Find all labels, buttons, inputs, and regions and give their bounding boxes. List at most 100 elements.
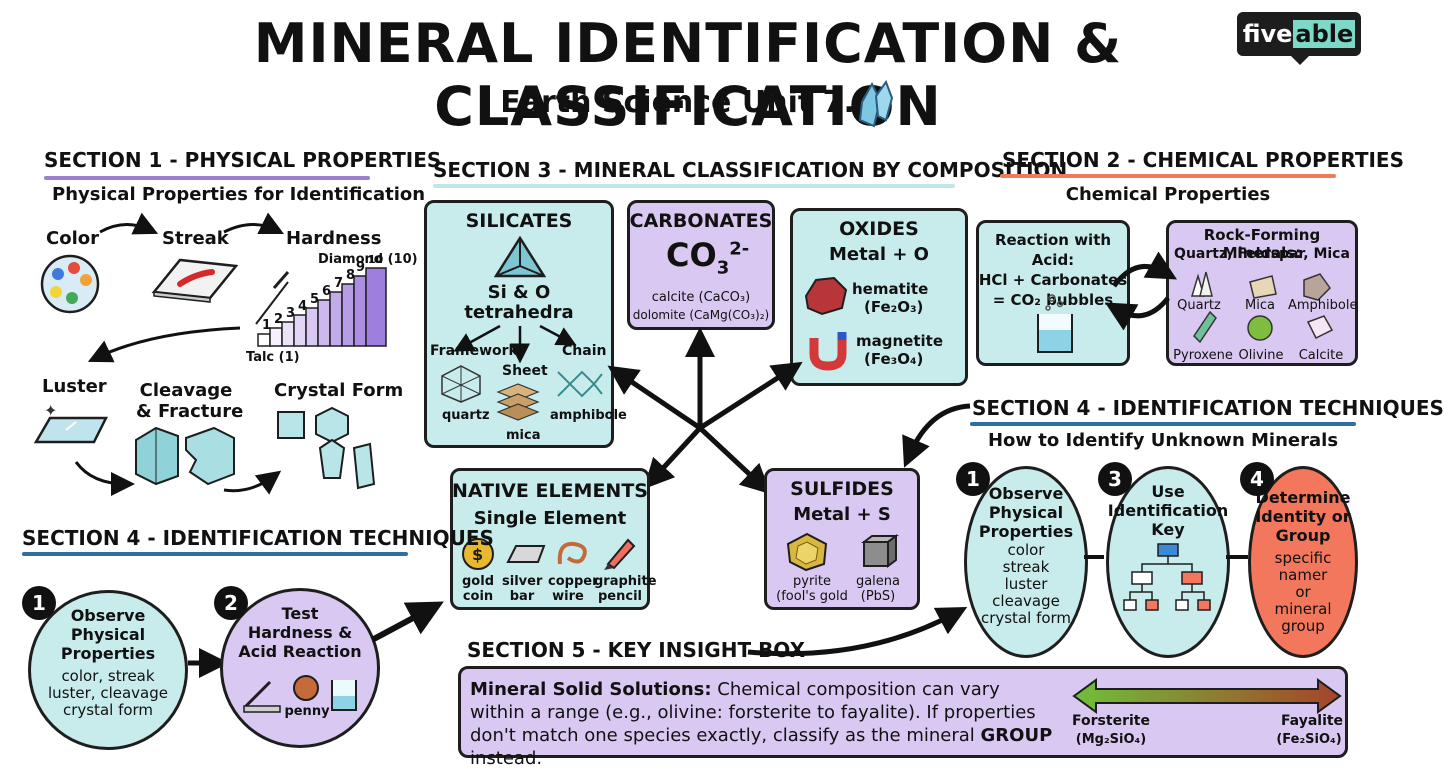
cycle-arrows bbox=[1104, 251, 1178, 331]
section4-right-underline bbox=[970, 422, 1356, 426]
amphibole-chain-icon bbox=[557, 370, 603, 398]
hardness-top-label: Diamond (10) bbox=[318, 252, 418, 267]
magnetite-label: magnetite bbox=[856, 332, 943, 350]
step1-left-text: color, streak luster, cleavage crystal f… bbox=[48, 667, 168, 719]
section3-heading: SECTION 3 - MINERAL CLASSIFICATION BY CO… bbox=[433, 158, 1068, 182]
connector-1-3 bbox=[1084, 555, 1104, 559]
quartz-framework-icon bbox=[441, 365, 481, 403]
cleavage-icon bbox=[135, 426, 235, 486]
section2-subheading: Chemical Properties bbox=[1065, 184, 1271, 205]
silicates-branch-arrows bbox=[453, 324, 577, 364]
sulfides-sub: Metal + S bbox=[793, 504, 891, 525]
hardness-3: 3 bbox=[286, 306, 296, 321]
copper-wire-icon bbox=[557, 541, 587, 565]
dolomite-example: dolomite (CaMg(CO₃)₂) bbox=[632, 308, 770, 322]
pyrite-icon bbox=[786, 532, 828, 572]
section4-left-underline bbox=[22, 552, 408, 556]
step1-right-number: 1 bbox=[956, 462, 990, 496]
chain-label: Chain bbox=[562, 343, 607, 359]
amphibole-label: Amphibole bbox=[1288, 298, 1358, 313]
step3-right-number: 3 bbox=[1098, 462, 1132, 496]
step2-left-number: 2 bbox=[214, 586, 248, 620]
luster-label: Luster bbox=[42, 376, 107, 397]
step2-left-title: Test Hardness & Acid Reaction bbox=[238, 604, 362, 661]
silicates-line1: Si & O bbox=[487, 282, 551, 303]
oxides-title: OXIDES bbox=[839, 218, 919, 240]
forsterite-label: Forsterite bbox=[1072, 713, 1150, 729]
calcite-example: calcite (CaCO₃) bbox=[651, 290, 751, 305]
hardness-7: 7 bbox=[334, 276, 344, 291]
olivine-label: Olivine bbox=[1238, 348, 1284, 363]
rock-forming-sub: Quartz, Feldspar, Mica bbox=[1174, 246, 1350, 262]
amphibole-example: amphibole bbox=[550, 408, 627, 423]
luster-icon: ✦ bbox=[33, 401, 109, 444]
hardness-2: 2 bbox=[274, 312, 284, 327]
crystal-forms-icon bbox=[277, 406, 376, 490]
cleavage-label: Cleavage bbox=[139, 380, 233, 401]
logo-tail bbox=[1290, 55, 1310, 65]
sulfides-title: SULFIDES bbox=[790, 478, 894, 500]
pyrite-label: pyrite(fool's gold bbox=[776, 574, 848, 604]
section1-flow-arrows bbox=[74, 212, 285, 496]
hardness-label: Hardness bbox=[286, 228, 382, 249]
beaker-icon bbox=[1037, 294, 1073, 353]
section3-underline bbox=[433, 184, 955, 188]
step1-right-text: color streak luster cleavage crystal for… bbox=[980, 541, 1072, 627]
graphite-pencil-icon bbox=[604, 538, 636, 570]
hardness-scale-chart bbox=[255, 267, 387, 347]
step4-right-text: specific namer or mineral group bbox=[1274, 549, 1332, 635]
native-title: NATIVE ELEMENTS bbox=[452, 480, 648, 502]
fayalite-label: Fayalite bbox=[1280, 713, 1344, 729]
pyroxene-label: Pyroxene bbox=[1173, 348, 1233, 363]
step1-right-circle bbox=[964, 466, 1088, 658]
step4-right-circle bbox=[1248, 466, 1358, 658]
hematite-icon bbox=[804, 276, 848, 316]
calcite-label: Calcite bbox=[1298, 348, 1344, 363]
hardness-8: 8 bbox=[346, 268, 356, 283]
step1-left-number: 1 bbox=[22, 586, 56, 620]
page-subtitle: Earth Science Unit 7.2 bbox=[500, 85, 876, 120]
acid-reaction-text: Reaction with Acid: HCl + Carbonates = C… bbox=[978, 231, 1128, 309]
hardness-1: 1 bbox=[262, 318, 272, 333]
mica-example: mica bbox=[506, 428, 541, 443]
step3-right-title: Use Identification Key bbox=[1107, 482, 1229, 539]
carbonate-formula: CO32- bbox=[666, 236, 750, 279]
quartz-label: Quartz bbox=[1177, 298, 1221, 313]
testing-tools-icon bbox=[243, 675, 357, 713]
section1-underline bbox=[44, 176, 370, 180]
key-insight-text: Mineral Solid Solutions: Chemical compos… bbox=[470, 679, 1053, 769]
magnetite-formula: (Fe₃O₄) bbox=[864, 350, 924, 368]
hardness-bottom-label: Talc (1) bbox=[246, 350, 300, 365]
magnet-icon bbox=[809, 332, 847, 371]
silver-bar-icon bbox=[506, 545, 546, 563]
step1-right-title: Observe Physical Properties bbox=[978, 484, 1074, 541]
fracture-label: & Fracture bbox=[136, 401, 244, 422]
galena-icon bbox=[861, 534, 899, 568]
section1-heading: SECTION 1 - PHYSICAL PROPERTIES bbox=[44, 148, 442, 172]
step1-left-title: Observe Physical Properties bbox=[60, 606, 156, 663]
quartz-example: quartz bbox=[442, 408, 490, 423]
svg-text:$: $ bbox=[472, 545, 483, 564]
hardness-6: 6 bbox=[322, 284, 332, 299]
hardness-4: 4 bbox=[298, 299, 308, 314]
tetrahedron-icon bbox=[493, 235, 547, 278]
step2-left-circle bbox=[220, 588, 380, 748]
hematite-label: hematite bbox=[852, 280, 929, 298]
mica-label: Mica bbox=[1245, 298, 1275, 313]
hardness-5: 5 bbox=[310, 292, 320, 307]
section4-left-heading: SECTION 4 - IDENTIFICATION TECHNIQUES bbox=[22, 526, 494, 550]
hematite-formula: (Fe₂O₃) bbox=[864, 298, 924, 316]
hardness-10: 10 bbox=[368, 253, 384, 266]
carbonates-box bbox=[627, 200, 775, 330]
section1-subheading: Physical Properties for Identification bbox=[52, 184, 426, 205]
step1-left-circle bbox=[28, 590, 188, 750]
framework-label: Framework bbox=[430, 343, 518, 359]
page-title: MINERAL IDENTIFICATION & CLASSIFICATION bbox=[253, 12, 1123, 138]
streak-plate-icon bbox=[151, 258, 239, 303]
section4-entry-arrow bbox=[902, 403, 971, 468]
forsterite-formula: (Mg₂SiO₄) bbox=[1075, 732, 1147, 747]
silicates-line2: tetrahedra bbox=[464, 302, 574, 323]
